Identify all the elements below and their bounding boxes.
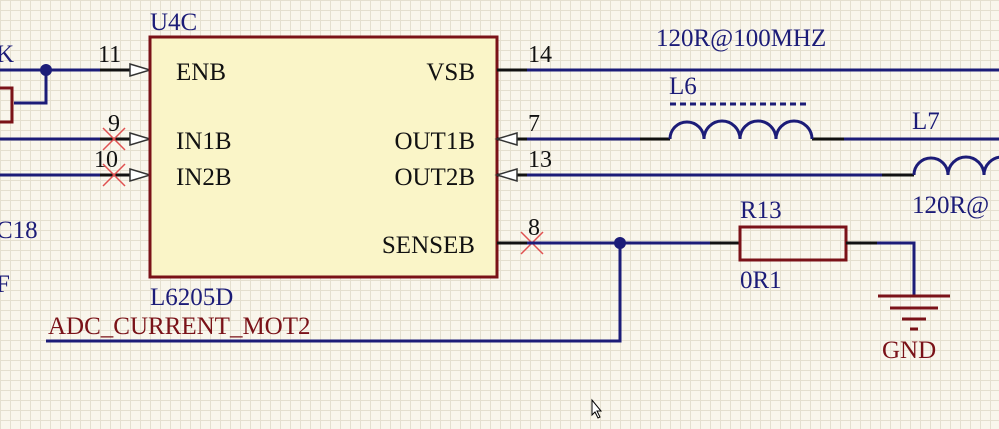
enb-branch-wire[interactable] [14, 70, 48, 105]
l6-designator: L6 [669, 73, 697, 100]
pin-number-10: 10 [94, 147, 118, 173]
pin-label-in1b: IN1B [176, 128, 232, 155]
chip-designator: U4C [150, 9, 197, 36]
gnd-net-wire[interactable] [877, 241, 916, 296]
pin-number-13: 13 [528, 147, 552, 173]
pin-9-input-arrow [129, 131, 153, 147]
adc-net-wire[interactable] [46, 243, 622, 343]
pin-13-output-arrow [494, 167, 518, 183]
partial-label-k: K [0, 41, 14, 68]
pin-number-11: 11 [98, 42, 121, 68]
pin-label-vsb: VSB [426, 59, 475, 86]
pin-number-8: 8 [528, 215, 540, 241]
pin-label-enb: ENB [176, 59, 226, 86]
partial-label-f: F [0, 271, 10, 298]
resistor-r13[interactable] [710, 225, 877, 262]
pin-label-out1b: OUT1B [394, 128, 475, 155]
pin-7-output-arrow [494, 131, 518, 147]
enb-junction-dot [40, 64, 52, 76]
gnd-symbol[interactable] [878, 294, 950, 331]
pin-number-9: 9 [108, 111, 120, 137]
pin-10-input-arrow [129, 167, 153, 183]
partial-label-c18: C18 [0, 217, 38, 244]
pin-number-7: 7 [528, 111, 540, 137]
pin-9-no-connect-mark [102, 127, 126, 151]
mouse-cursor-icon [591, 398, 603, 419]
chip-body[interactable] [148, 35, 499, 279]
chip-part-number: L6205D [150, 284, 233, 311]
gnd-label: GND [882, 337, 936, 364]
pin-11-input-arrow [129, 62, 153, 78]
r13-designator: R13 [740, 197, 782, 224]
inductor-l6[interactable] [640, 102, 844, 141]
l7-designator: L7 [912, 108, 940, 135]
pin-10-no-connect-mark [102, 163, 126, 187]
pin-number-14: 14 [528, 42, 552, 68]
inductor-l7[interactable] [882, 155, 999, 177]
pin-label-out2b: OUT2B [394, 164, 475, 191]
pin-label-senseb: SENSEB [382, 232, 475, 259]
r13-value-label: 0R1 [740, 267, 782, 294]
pin-label-in2b: IN2B [176, 164, 232, 191]
partial-resistor-left [0, 86, 14, 124]
l7-value-label: 120R@ [912, 192, 989, 219]
adc-net-label[interactable]: ADC_CURRENT_MOT2 [48, 313, 311, 340]
l6-value-label: 120R@100MHZ [656, 25, 826, 52]
